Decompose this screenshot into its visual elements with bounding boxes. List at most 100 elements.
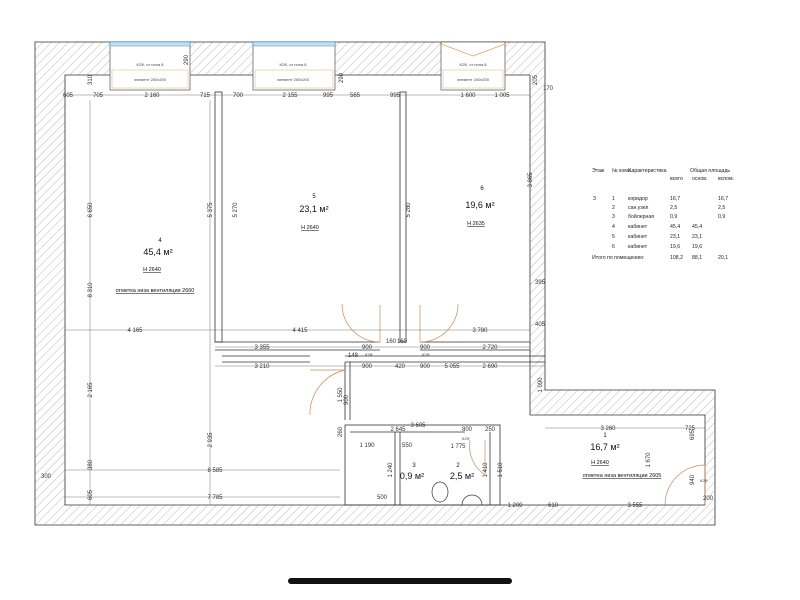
plan-text: 3	[593, 196, 596, 202]
plan-text: 250	[485, 427, 496, 433]
dimension-labels: 605 705 2 160 715 700 2 155 995 565 995 …	[41, 54, 714, 509]
plan-text: 715	[200, 93, 211, 99]
plan-text: 995	[390, 93, 401, 99]
plan-text: 1 410	[483, 462, 489, 478]
plan-text: 900	[344, 394, 350, 405]
plan-text: 290	[339, 72, 345, 83]
plan-text: 5	[312, 194, 316, 200]
plan-text: 160	[386, 339, 397, 345]
plan-text: 5 270	[233, 202, 239, 218]
plan-text: 88,1	[692, 255, 702, 261]
plan-text: 6	[480, 186, 484, 192]
plan-text: 6	[612, 244, 615, 250]
plan-text: 2,5	[718, 205, 725, 211]
plan-text: Н 2640	[591, 460, 609, 466]
sill-label: элемент 200х200	[134, 77, 167, 82]
plan-text: 420	[395, 364, 406, 370]
plan-text: 605	[63, 93, 74, 99]
plan-text: 4	[612, 224, 615, 230]
plan-text: 3 260	[600, 426, 616, 432]
plan-text: 1	[603, 433, 607, 439]
plan-text: Н 2635	[467, 221, 485, 227]
sill-label: элемент 200х200	[277, 77, 310, 82]
plan-text: 200	[703, 496, 714, 502]
plan-text: 2,5	[670, 205, 677, 211]
plan-text: кабинет	[628, 234, 648, 240]
room-6: 6 19,6 м² Н 2635	[465, 186, 494, 227]
plan-text: 45,4	[692, 224, 702, 230]
plan-text: 3 780	[472, 328, 488, 334]
plan-text: 1	[612, 196, 615, 202]
area-table: Этаж № комн. Характеристика Общая площад…	[592, 168, 734, 261]
plan-text: 800	[462, 427, 473, 433]
sill-label: элемент 200х200	[457, 77, 490, 82]
plan-text: 16,7	[670, 196, 680, 202]
plan-text: 8 585	[207, 468, 223, 474]
plan-text: 4	[158, 238, 162, 244]
plan-text: 160	[397, 339, 408, 345]
plan-text: 725	[685, 426, 696, 432]
plan-text: 16,7 м²	[590, 442, 619, 452]
plan-text: Общая площадь	[690, 168, 730, 174]
plan-text: 2 160	[144, 93, 160, 99]
door-label: К2Ф	[422, 352, 430, 357]
plan-text: 2 690	[482, 364, 498, 370]
room-4: 4 45,4 м² Н 2640 отметка низа вентиляции…	[116, 238, 195, 294]
plan-text: № комн.	[612, 168, 632, 174]
sink-icon	[461, 494, 483, 506]
plan-text: бойлерная	[628, 213, 654, 220]
room-3: 3 0,9 м²	[400, 463, 424, 481]
plan-text: 3 865	[528, 172, 534, 188]
plan-text: 3 210	[254, 364, 270, 370]
plan-text: 940	[690, 474, 696, 485]
table-row: 5 кабинет 23,1 23,1	[612, 234, 702, 240]
plan-text: 170	[543, 86, 554, 92]
plan-text: 260	[338, 426, 344, 437]
plan-text: 900	[362, 345, 373, 351]
plan-text: 565	[350, 93, 361, 99]
plan-text: отметка низа вентиляции 2660	[116, 288, 195, 294]
home-indicator[interactable]	[288, 578, 512, 584]
window-1	[109, 41, 191, 91]
plan-text: 3 555	[627, 503, 643, 509]
plan-text: сан.узел	[628, 205, 648, 211]
plan-text: 19,6	[670, 244, 680, 250]
plan-text: 2,5 м²	[450, 471, 474, 481]
plan-text: 610	[548, 503, 559, 509]
plan-text: 900	[420, 345, 431, 351]
plan-text: 23,1	[670, 234, 680, 240]
plan-text: 23,1 м²	[299, 204, 328, 214]
plan-text: 108,2	[670, 255, 683, 261]
plan-text: 4 415	[292, 328, 308, 334]
plan-text: 205	[533, 74, 539, 85]
plan-text: 5	[612, 234, 615, 240]
interior-walls	[214, 91, 545, 506]
plan-text: кабинет	[628, 224, 648, 230]
plan-text: 3 605	[410, 423, 426, 429]
doors	[309, 303, 706, 506]
plan-text: 0,9	[718, 214, 725, 220]
plan-text: 900	[362, 364, 373, 370]
door-label: К2Ф	[462, 436, 470, 441]
plan-text: 0,9 м²	[400, 471, 424, 481]
plan-text: 23,1	[692, 234, 702, 240]
plan-text: 550	[402, 443, 413, 449]
plan-text: 695	[690, 429, 696, 440]
exterior-walls	[34, 41, 716, 526]
plan-text: 705	[93, 93, 104, 99]
plan-text: 290	[184, 54, 190, 65]
window-3	[440, 41, 506, 91]
plan-text: 380	[88, 459, 94, 470]
plan-text: 1 510	[498, 462, 504, 478]
plan-text: 7 785	[207, 495, 223, 501]
plan-text: 3	[612, 214, 615, 220]
plan-text: 19,6 м²	[465, 200, 494, 210]
plan-text: 2 155	[282, 93, 298, 99]
plan-text: 1 600	[460, 93, 476, 99]
